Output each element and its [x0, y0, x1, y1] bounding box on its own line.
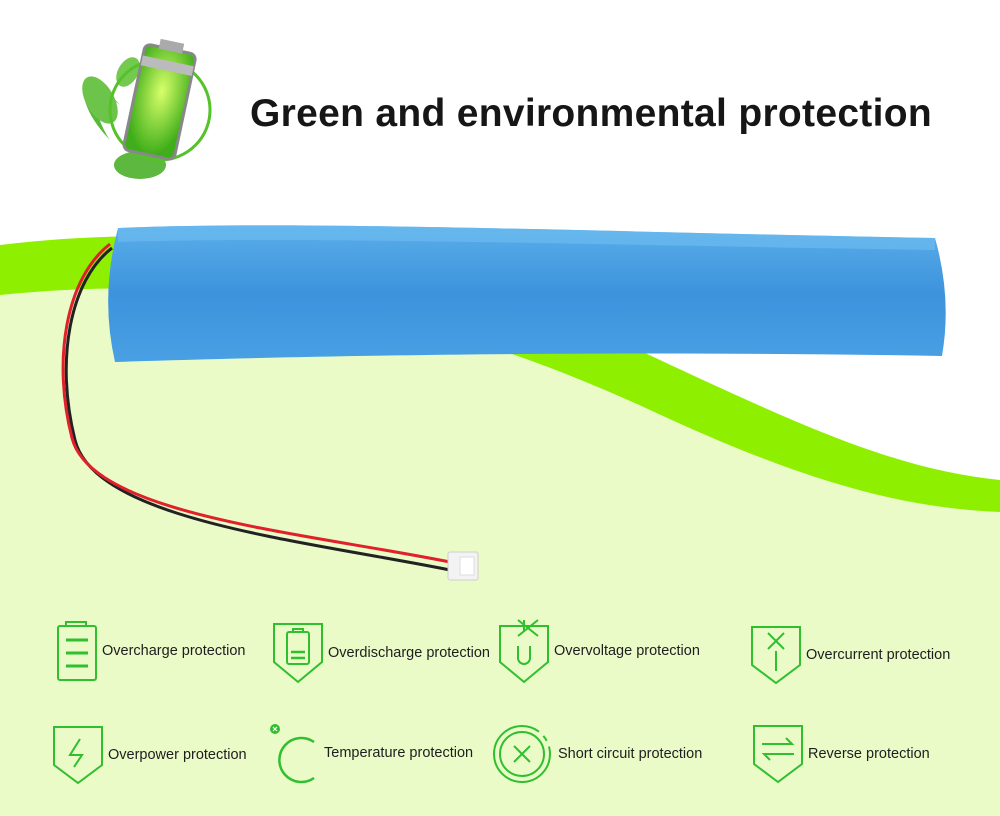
feature-temperature: Temperature protection: [268, 722, 473, 784]
feature-label: Overcharge protection: [102, 643, 246, 659]
feature-label: Short circuit protection: [558, 746, 703, 762]
battery-full-icon: [57, 621, 97, 681]
feature-label: Temperature protection: [324, 745, 474, 761]
feature-short-circuit: Short circuit protection: [492, 724, 702, 784]
battery-low-shield-icon: [273, 623, 323, 684]
feature-overcharge: Overcharge protection: [56, 620, 245, 682]
lightning-shield-icon: [53, 726, 103, 785]
feature-overdischarge: Overdischarge protection: [272, 622, 490, 684]
battery-wire: [61, 242, 479, 581]
current-shield-icon: [751, 626, 801, 685]
short-circuit-icon: [493, 725, 551, 783]
page-title: Green and environmental protection: [250, 92, 932, 135]
voltage-shield-icon: [499, 619, 549, 684]
feature-label: Overvoltage protection: [554, 643, 700, 659]
battery-tube: [108, 225, 946, 362]
feature-overcurrent: Overcurrent protection: [750, 625, 950, 685]
feature-label: Overpower protection: [108, 747, 247, 763]
feature-overvoltage: Overvoltage protection: [498, 618, 700, 684]
lime-wave-band: [0, 236, 1000, 513]
eco-battery-logo-icon: [82, 38, 212, 179]
temperature-ring-icon: [270, 724, 315, 784]
feature-label: Reverse protection: [808, 746, 930, 762]
feature-reverse: Reverse protection: [752, 724, 930, 784]
feature-overpower: Overpower protection: [52, 725, 247, 785]
feature-label: Overdischarge protection: [328, 645, 490, 661]
reverse-arrows-shield-icon: [753, 725, 803, 784]
feature-label: Overcurrent protection: [806, 647, 951, 663]
